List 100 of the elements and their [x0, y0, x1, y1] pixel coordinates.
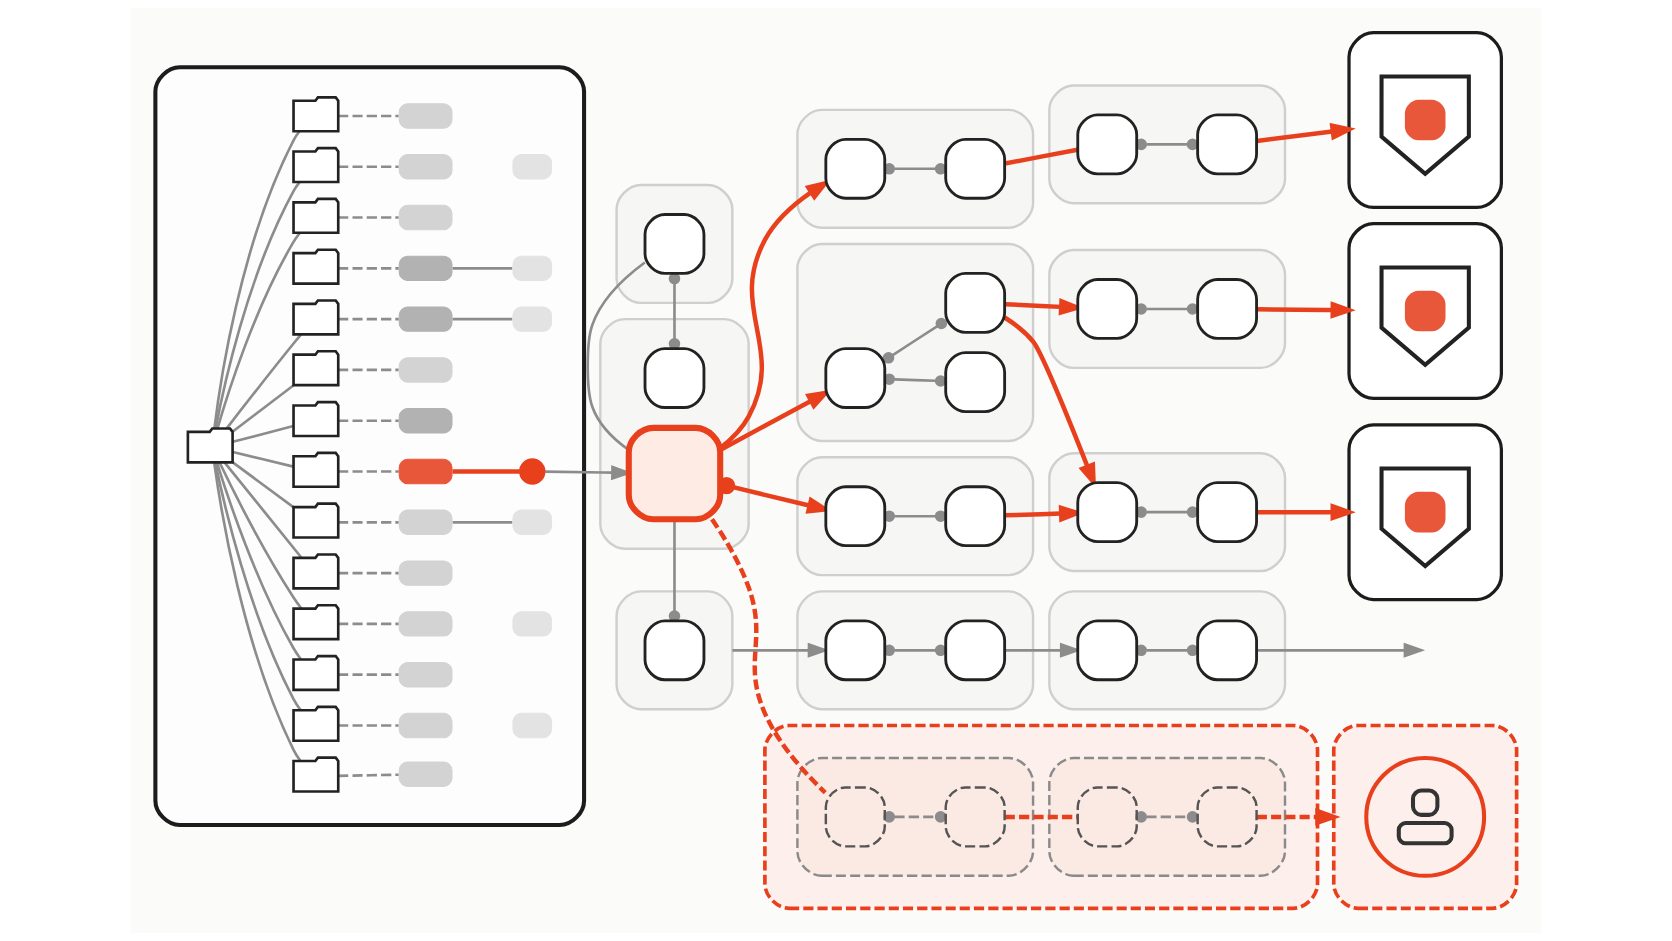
- node-folder: [292, 197, 340, 235]
- node-bar: [398, 712, 453, 739]
- cluster: [1331, 723, 1519, 911]
- cluster: [599, 317, 750, 550]
- node-box: [944, 786, 1006, 848]
- connector: [338, 521, 399, 524]
- connector: [338, 673, 399, 676]
- node-bar: [398, 509, 453, 535]
- node-bar: [398, 154, 453, 180]
- connector: [213, 462, 302, 762]
- node-bar: [512, 611, 553, 637]
- cluster: [796, 590, 1035, 711]
- arrow: [1256, 301, 1356, 319]
- node-box: [824, 786, 886, 848]
- cluster: [1048, 248, 1287, 370]
- connector: [338, 571, 399, 575]
- cluster: [1347, 423, 1503, 602]
- node-box: [625, 424, 724, 523]
- connector: [452, 521, 513, 524]
- connector: [338, 419, 399, 423]
- node-folder: [292, 553, 340, 590]
- node-bar: [398, 761, 453, 787]
- node-folder: [292, 146, 340, 184]
- connector: [338, 216, 399, 219]
- connector: [452, 317, 513, 321]
- node-box: [824, 137, 887, 200]
- connector: [215, 462, 302, 660]
- node-box: [944, 272, 1007, 334]
- node-box: [824, 485, 887, 548]
- cluster: [1048, 452, 1287, 573]
- node-box: [1076, 481, 1139, 544]
- connector: [338, 267, 399, 270]
- connector: [1004, 147, 1078, 166]
- node-folder: [292, 654, 340, 692]
- connector: [232, 450, 294, 468]
- node-box: [944, 619, 1007, 682]
- cluster: [1347, 31, 1503, 209]
- connector: [338, 317, 399, 321]
- arrow: [1256, 808, 1341, 826]
- cluster: [796, 242, 1035, 443]
- node-folder: [292, 705, 340, 743]
- node-bar: [512, 509, 553, 535]
- node-box: [1196, 113, 1258, 176]
- connector: [214, 462, 302, 711]
- connector: [452, 469, 520, 474]
- node-folder: [292, 299, 340, 336]
- connector: [586, 261, 646, 451]
- connector: [338, 622, 399, 626]
- cluster: [1347, 222, 1503, 400]
- node-person: [1364, 755, 1487, 878]
- node-box: [944, 351, 1007, 413]
- connector: [338, 114, 399, 118]
- node-bar: [512, 712, 553, 739]
- node-box: [1196, 786, 1258, 848]
- cluster: [1048, 590, 1287, 711]
- node-shield: [1379, 466, 1471, 569]
- cluster: [796, 108, 1035, 229]
- node-box: [1196, 481, 1258, 544]
- node-box: [944, 137, 1007, 200]
- node-folder: [292, 756, 340, 793]
- node-box: [1076, 278, 1139, 340]
- cluster: [796, 756, 1035, 878]
- cluster: [153, 65, 587, 828]
- node-bar: [398, 255, 453, 282]
- connector: [1005, 814, 1078, 820]
- node-folder: [292, 603, 340, 641]
- cluster: [1048, 756, 1287, 878]
- node-bar: [398, 408, 453, 434]
- connector: [338, 165, 399, 169]
- node-folder: [292, 248, 340, 285]
- node-bar: [512, 306, 553, 332]
- node-folder: [292, 502, 340, 539]
- node-box: [643, 619, 706, 682]
- node-folder: [292, 400, 340, 438]
- connector: [338, 470, 399, 473]
- cluster: [796, 456, 1035, 577]
- connector: [882, 317, 948, 364]
- node-box: [1076, 786, 1138, 848]
- node-box: [643, 347, 706, 409]
- node-shield: [1379, 74, 1471, 177]
- connector: [338, 773, 399, 778]
- node-bar: [398, 204, 453, 231]
- cluster: [615, 590, 734, 711]
- node-bar: [398, 560, 453, 586]
- connector: [215, 232, 301, 432]
- node-box: [643, 213, 706, 275]
- node-box: [1076, 113, 1139, 176]
- node-bar: [398, 306, 453, 332]
- node-bar: [512, 255, 553, 282]
- node-folder: [292, 451, 340, 489]
- node-box: [1196, 619, 1258, 682]
- arrow: [1256, 503, 1356, 521]
- node-box: [824, 347, 887, 409]
- connector: [452, 267, 513, 270]
- cluster: [1048, 84, 1287, 205]
- node-box: [944, 485, 1007, 548]
- node-box: [1076, 619, 1139, 682]
- node-circle: [519, 458, 546, 485]
- connector: [232, 384, 295, 433]
- arrow: [1256, 122, 1356, 144]
